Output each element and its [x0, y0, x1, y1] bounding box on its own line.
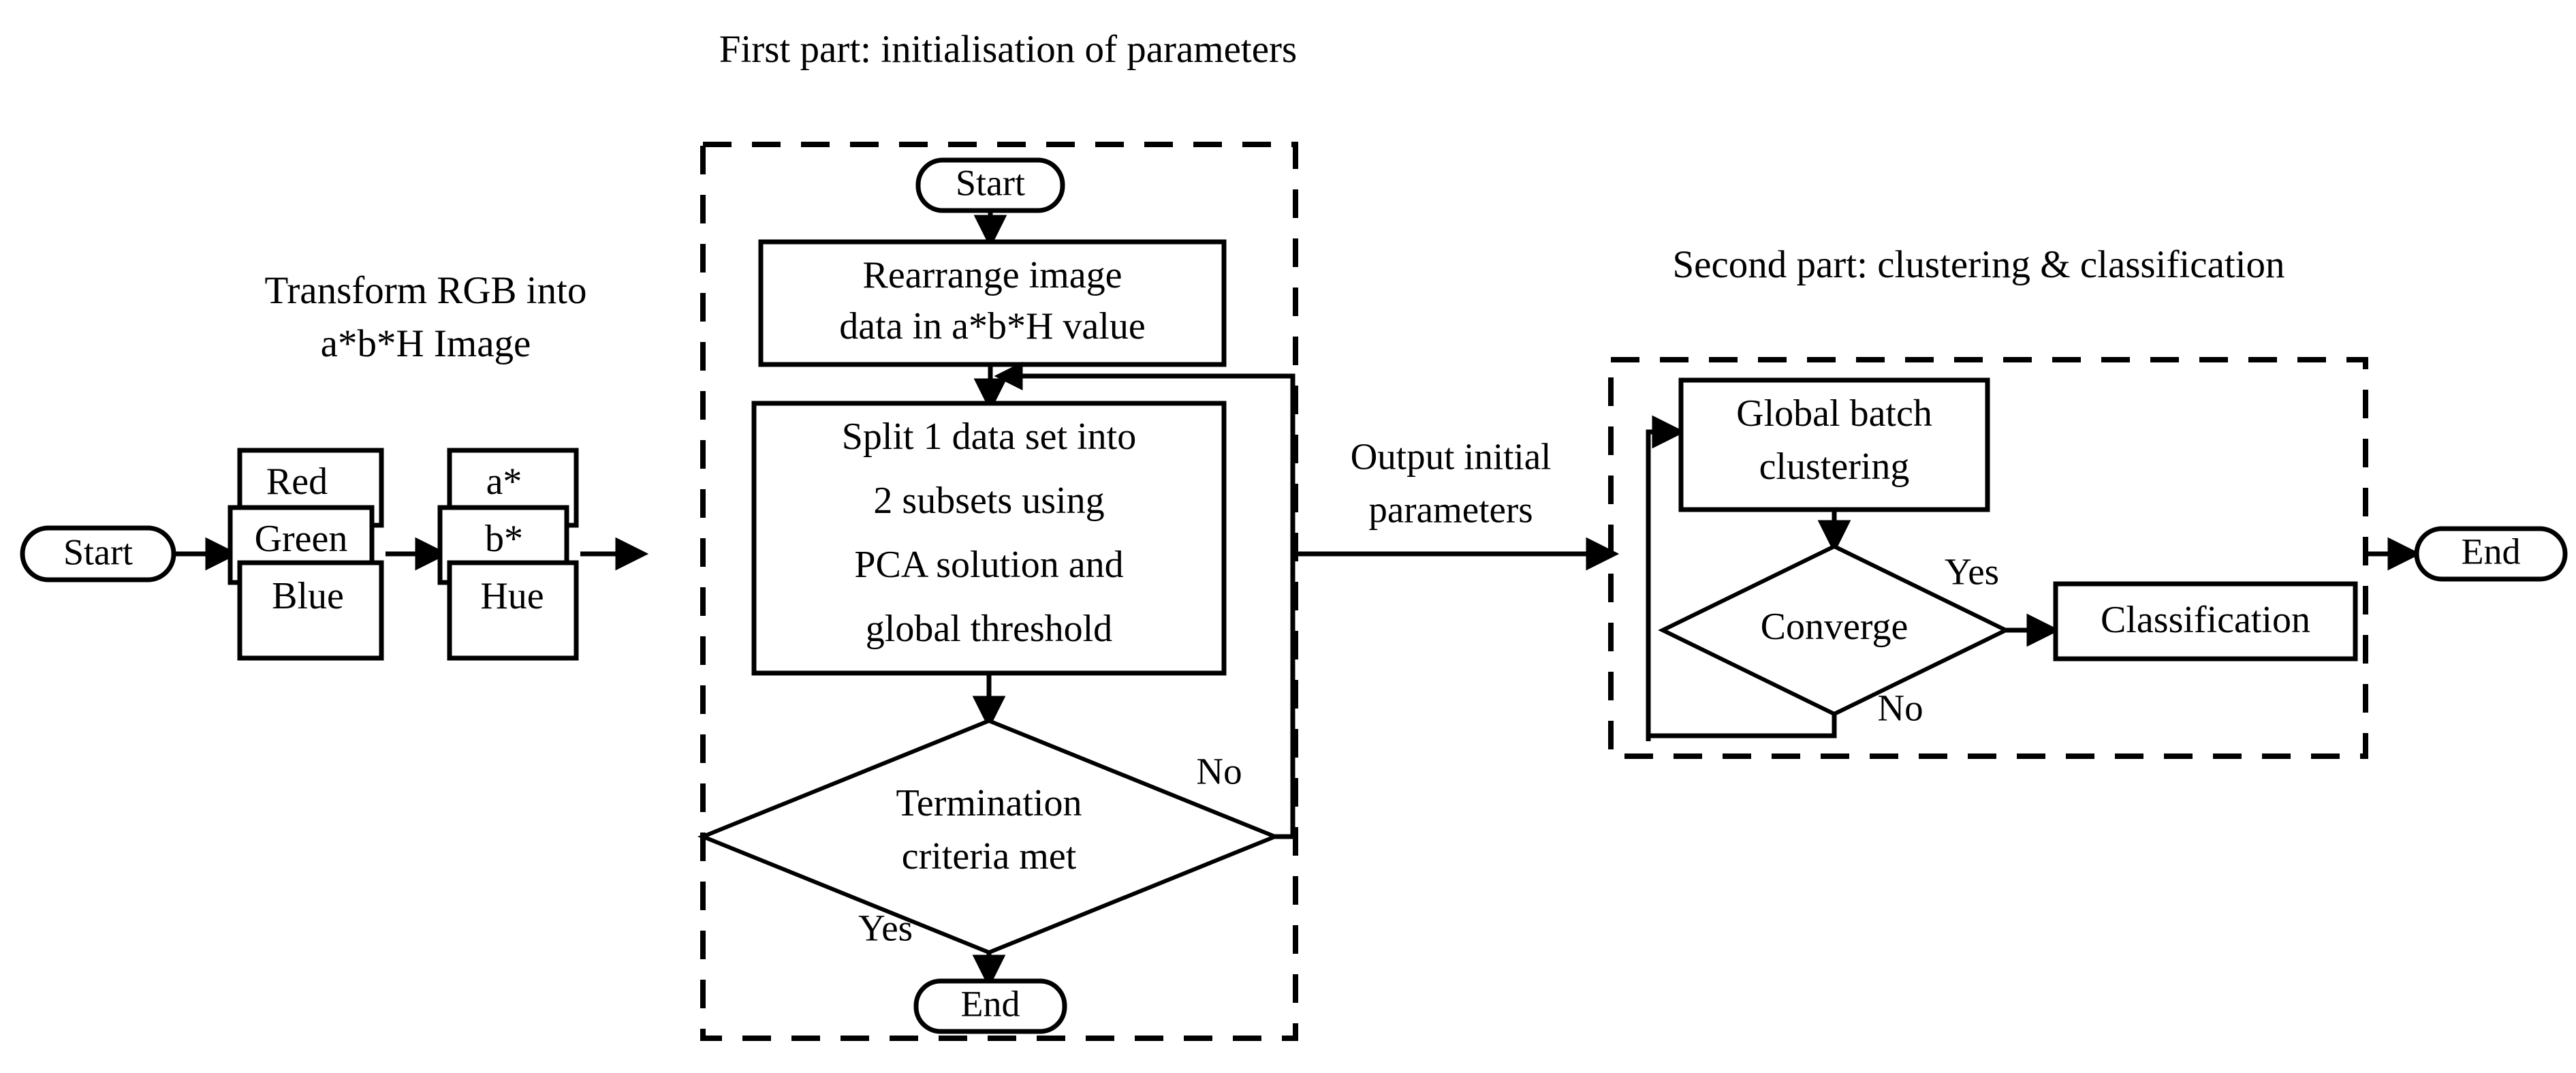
rgb-card-blue: [237, 560, 384, 661]
abh-card-hue: [447, 560, 579, 661]
inner-start-terminator-label: Start: [956, 162, 1025, 203]
process-rearrange-line1: Rearrange image: [863, 254, 1122, 296]
inner-end-terminator-label: End: [961, 983, 1020, 1024]
caption-transform-line2: a*b*H Image: [321, 322, 531, 365]
rgb-card-red-label: Red: [266, 461, 328, 503]
decision-termination-line1: Termination: [896, 782, 1082, 824]
edge-label-termination-yes: Yes: [858, 907, 913, 949]
second-part-dashed-boundary: [1608, 357, 2368, 759]
edge-label-termination-no: No: [1196, 751, 1242, 792]
process-global-batch-line1: Global batch: [1736, 392, 1932, 435]
start-terminator-outer-shape: [20, 525, 176, 582]
process-rearrange-image-data: [758, 239, 1227, 367]
abh-card-hue-label: Hue: [480, 575, 544, 617]
inner-start-terminator-shape: [915, 157, 1065, 213]
process-split-data-set: [751, 401, 1227, 676]
inner-end-terminator-shape: [913, 978, 1067, 1034]
process-global-batch-line2: clustering: [1759, 446, 1910, 488]
process-global-batch-clustering: [1678, 377, 1990, 512]
title-second-part: Second part: clustering & classification: [1672, 243, 2284, 286]
edge-label-output-line1: Output initial: [1351, 436, 1552, 478]
first-part-dashed-boundary: [700, 142, 1298, 1041]
edge-converge-no-loop: [1648, 714, 1837, 738]
decision-termination-line2: criteria met: [902, 835, 1077, 877]
rgb-card-green-label: Green: [255, 518, 348, 560]
process-split-line2: 2 subsets using: [873, 480, 1104, 522]
end-terminator-outer-label: End: [2462, 531, 2521, 572]
rgb-card-blue-label: Blue: [272, 575, 344, 617]
edge-label-output-line2: parameters: [1368, 489, 1533, 531]
end-terminator-outer-shape: [2414, 526, 2568, 582]
abh-card-bstar-label: b*: [485, 518, 523, 560]
caption-transform-line1: Transform RGB into: [265, 269, 587, 312]
process-classification-label: Classification: [2101, 599, 2310, 641]
start-terminator-outer-label: Start: [63, 531, 133, 572]
process-rearrange-line2: data in a*b*H value: [839, 305, 1145, 347]
abh-card-astar-label: a*: [486, 461, 522, 503]
process-classification: [2053, 581, 2358, 662]
process-split-line1: Split 1 data set into: [842, 416, 1136, 458]
decision-converge-label: Converge: [1761, 606, 1909, 648]
title-first-part: First part: initialisation of parameters: [719, 28, 1297, 71]
edge-termination-no-loop: [994, 362, 1295, 839]
process-split-line3: PCA solution and: [854, 544, 1123, 586]
edge-label-converge-no: No: [1877, 687, 1923, 729]
edge-into-global-batch: [1646, 415, 1686, 741]
edge-label-converge-yes: Yes: [1945, 551, 1999, 593]
process-split-line4: global threshold: [866, 608, 1112, 650]
